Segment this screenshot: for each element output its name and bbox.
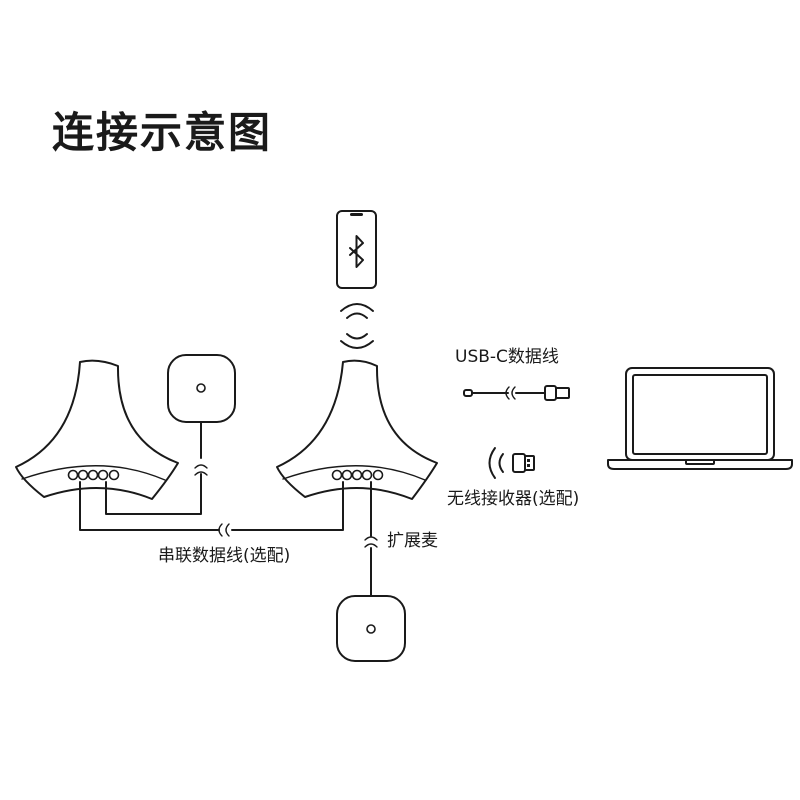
extension-mic-label: 扩展麦 (387, 531, 438, 551)
usb-dongle-icon (512, 453, 535, 473)
extension-microphone-bottom (336, 595, 406, 662)
usb-c-cable-label: USB-C数据线 (455, 347, 559, 367)
wireless-signal-icon (340, 303, 374, 349)
bluetooth-icon (349, 235, 364, 268)
extension-microphone-top (167, 354, 236, 423)
extension-mic-cable (364, 481, 378, 597)
daisy-chain-cable-label: 串联数据线(选配) (158, 546, 291, 566)
speakerphone-center (276, 359, 438, 500)
wireless-receiver-icon (488, 447, 535, 479)
mic-cable-top (105, 421, 208, 515)
usb-c-cable-icon (463, 385, 570, 401)
laptop-icon (607, 367, 793, 470)
wireless-receiver-label: 无线接收器(选配) (447, 489, 580, 509)
page-title: 连接示意图 (52, 108, 273, 157)
speakerphone-left (15, 359, 179, 500)
smartphone-icon (336, 210, 377, 289)
daisy-chain-cable (79, 481, 344, 537)
